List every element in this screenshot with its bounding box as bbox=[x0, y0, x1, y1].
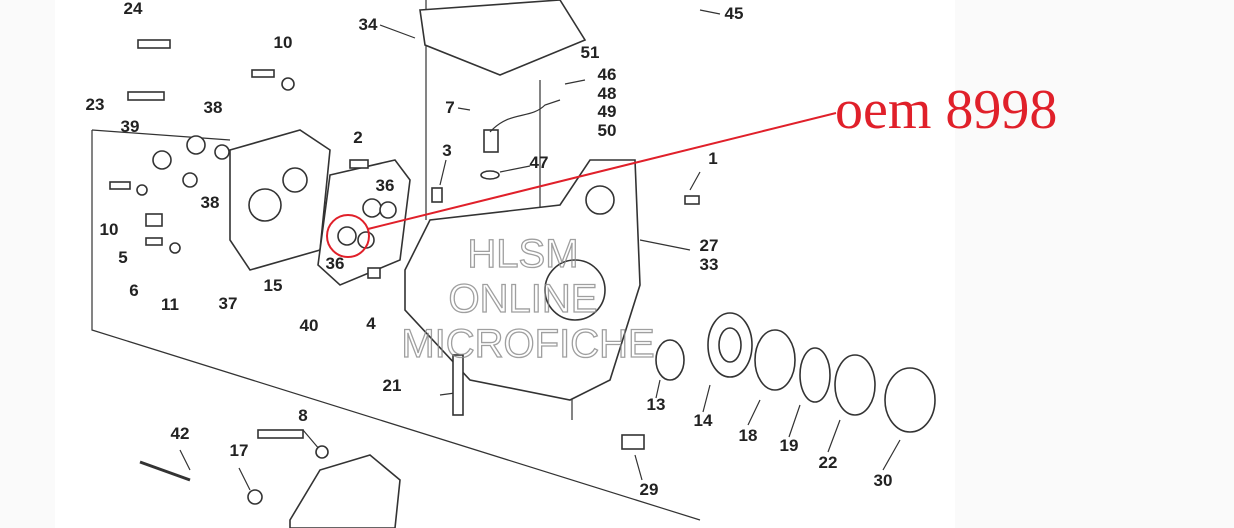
part-label: 51 bbox=[581, 43, 600, 62]
watermark-line: ONLINE bbox=[449, 277, 598, 321]
part-label: 45 bbox=[725, 4, 744, 23]
part-label: 27 bbox=[700, 236, 719, 255]
part-label: 38 bbox=[201, 193, 220, 212]
part-label: 33 bbox=[700, 255, 719, 274]
part-label: 46 bbox=[598, 65, 617, 84]
oem-annotation: oem 8998 bbox=[326, 79, 1057, 258]
part-label: 37 bbox=[219, 294, 238, 313]
part-label: 47 bbox=[530, 153, 549, 172]
part-label: 22 bbox=[819, 453, 838, 472]
highlight-circle bbox=[326, 214, 370, 258]
part-labels: 24 10 34 45 51 46 48 49 50 23 38 39 2 7 … bbox=[86, 0, 893, 499]
bolt-24 bbox=[137, 39, 171, 49]
part-label: 40 bbox=[300, 316, 319, 335]
part-label: 30 bbox=[874, 471, 893, 490]
part-label: 2 bbox=[353, 128, 362, 147]
part-label: 21 bbox=[383, 376, 402, 395]
transmission-case-27 bbox=[404, 159, 641, 401]
part-label: 8 bbox=[298, 406, 307, 425]
part-label: 10 bbox=[100, 220, 119, 239]
part-label: 13 bbox=[647, 395, 666, 414]
annotation-pointer-line bbox=[367, 112, 837, 230]
part-label: 34 bbox=[359, 15, 378, 34]
part-label: 5 bbox=[118, 248, 127, 267]
bearing-30 bbox=[884, 367, 936, 433]
part-label: 18 bbox=[739, 426, 758, 445]
watermark: HLSM ONLINE MICROFICHE bbox=[401, 231, 656, 366]
bushing-13 bbox=[655, 339, 685, 381]
part-label: 38 bbox=[204, 98, 223, 117]
parts bbox=[109, 0, 936, 528]
part-label: 3 bbox=[442, 141, 451, 160]
part-label: 19 bbox=[780, 436, 799, 455]
part-label: 10 bbox=[274, 33, 293, 52]
part-label: 11 bbox=[161, 295, 179, 314]
bolt-23 bbox=[127, 91, 165, 101]
stud-21 bbox=[452, 354, 464, 416]
part-label: 23 bbox=[86, 95, 105, 114]
dowel-1 bbox=[684, 195, 700, 205]
part-label: 14 bbox=[694, 411, 713, 430]
part-label: 6 bbox=[129, 281, 138, 300]
bolt-8 bbox=[257, 429, 304, 439]
ring-19 bbox=[799, 347, 831, 403]
part-label: 15 bbox=[264, 276, 283, 295]
cover-lower bbox=[289, 454, 401, 528]
part-label: 1 bbox=[708, 149, 717, 168]
part-label: 7 bbox=[445, 98, 454, 117]
part-label: 36 bbox=[376, 176, 395, 195]
part-label: 17 bbox=[230, 441, 249, 460]
retaining-ring-18 bbox=[754, 329, 796, 391]
part-label: 50 bbox=[598, 121, 617, 140]
part-label: 49 bbox=[598, 102, 617, 121]
pin-29 bbox=[621, 434, 645, 450]
part-label: 39 bbox=[121, 117, 140, 136]
seal-22 bbox=[834, 354, 876, 416]
part-label: 42 bbox=[171, 424, 190, 443]
gasket-34 bbox=[419, 0, 587, 76]
part-label: 24 bbox=[124, 0, 143, 18]
oem-part-number: oem 8998 bbox=[835, 79, 1057, 141]
part-label: 4 bbox=[366, 314, 376, 333]
watermark-line: MICROFICHE bbox=[401, 322, 654, 366]
sensor-49 bbox=[483, 129, 499, 153]
part-label: 36 bbox=[326, 254, 345, 273]
part-label: 29 bbox=[640, 480, 659, 499]
part-label: 48 bbox=[598, 84, 617, 103]
watermark-line: HLSM bbox=[467, 232, 578, 276]
